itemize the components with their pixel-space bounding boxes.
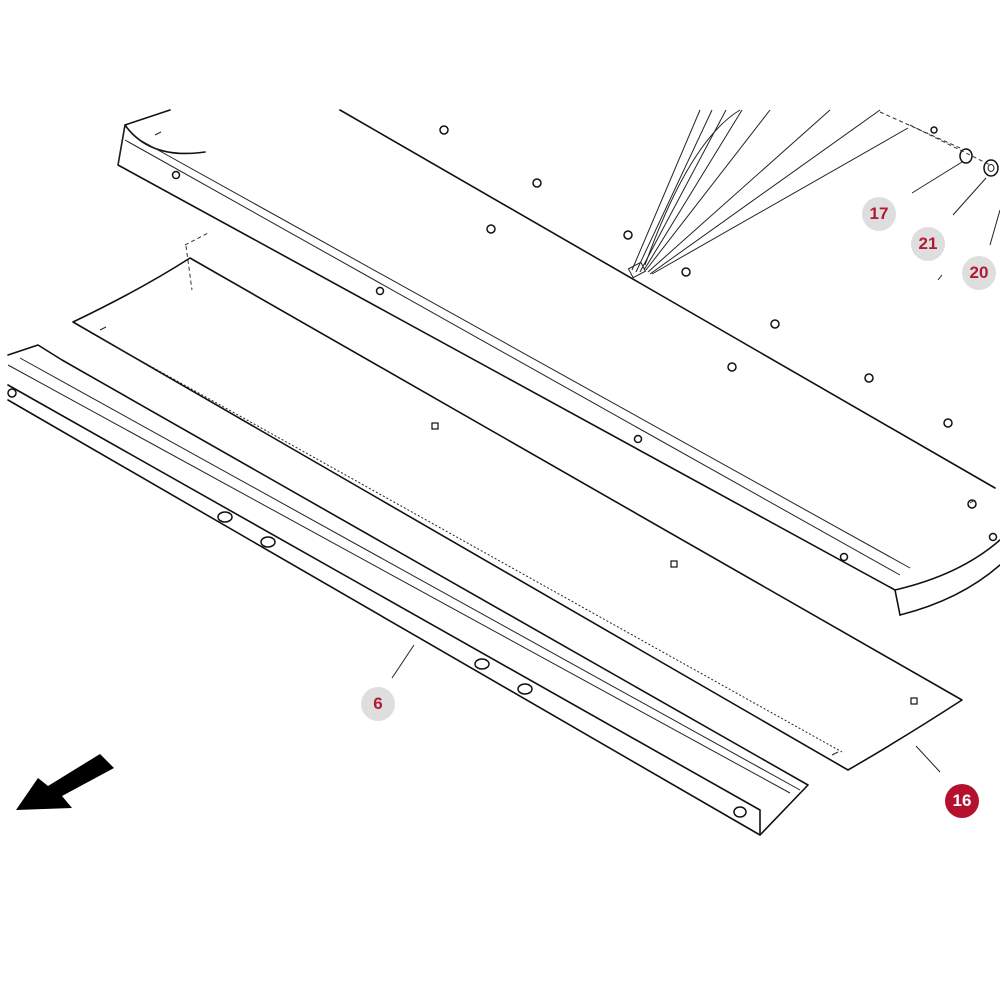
callout-6-label: 6: [373, 694, 383, 713]
callout-16[interactable]: 16: [945, 784, 979, 818]
arrow-down-left-icon: [16, 754, 114, 810]
washer-parts: [909, 124, 1000, 281]
callout-20-label: 20: [969, 263, 989, 282]
callout-16-label: 16: [952, 791, 972, 810]
callout-17[interactable]: 17: [862, 197, 896, 231]
shield-panel: [72, 231, 963, 773]
cable-bundle: [627, 109, 961, 279]
callout-20[interactable]: 20: [962, 256, 996, 290]
callout-21[interactable]: 21: [911, 227, 945, 261]
main-panel: [117, 109, 1000, 616]
angle-rail: [7, 344, 809, 836]
callout-17-label: 17: [869, 204, 889, 223]
callout-21-label: 21: [918, 234, 938, 253]
callout-6[interactable]: 6: [361, 687, 395, 721]
